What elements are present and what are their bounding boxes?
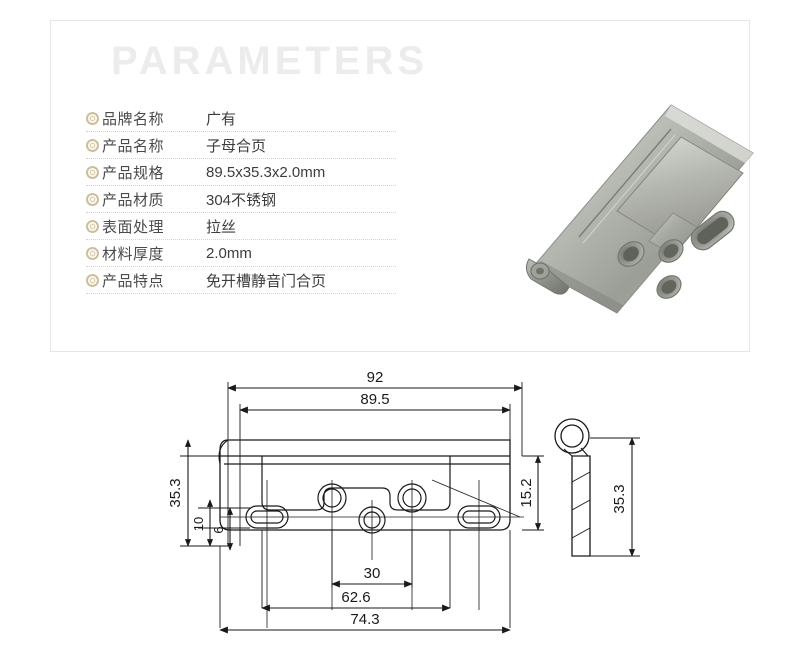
dimension-left-35-3: 35.3 [167, 439, 192, 547]
dimension-label-side-height: 35.3 [611, 484, 628, 513]
spec-value: 免开槽静音门合页 [206, 272, 327, 290]
dimension-62-6: 62.6 [261, 589, 451, 612]
double-ring-bullet-icon [86, 192, 99, 206]
spec-label: 产品规格 [102, 164, 165, 182]
dimension-right-15-2: 15.2 [518, 455, 542, 531]
dimension-label-bottom-outer: 74.3 [350, 611, 379, 628]
double-ring-bullet-icon [86, 165, 99, 179]
parameters-panel: PARAMETERS 品牌名称 广有 产品名称 子母合页 产品规格 89.5x3… [50, 20, 754, 352]
hinge-technical-drawing: 92 89.5 [120, 360, 680, 650]
hole-centre-lines [220, 479, 524, 628]
hinge-slotted-holes [690, 210, 735, 251]
spec-row-specification: 产品规格 89.5x35.3x2.0mm [86, 159, 396, 186]
spec-label: 材料厚度 [102, 245, 165, 263]
dimension-74-3: 74.3 [219, 611, 511, 634]
double-ring-bullet-icon [86, 138, 99, 152]
dimension-89-5: 89.5 [239, 391, 511, 414]
spec-row-thickness: 材料厚度 2.0mm [86, 240, 396, 267]
dimension-left-6: 6 [211, 507, 234, 551]
spec-value: 子母合页 [206, 137, 267, 155]
stainless-steel-hinge-photo [521, 91, 771, 321]
dimension-label-right-inner: 15.2 [518, 478, 535, 507]
dimension-30: 30 [331, 565, 413, 588]
side-view-break-lines [571, 471, 591, 539]
page-title: PARAMETERS [111, 39, 429, 83]
double-ring-bullet-icon [86, 246, 99, 260]
dimension-label-left-height: 35.3 [167, 478, 184, 507]
double-ring-bullet-icon [86, 111, 99, 125]
double-ring-bullet-icon [86, 273, 99, 287]
hinge-screw-holes [617, 239, 684, 299]
front-view-holes [245, 483, 501, 534]
spec-label: 表面处理 [102, 218, 165, 236]
spec-label: 产品材质 [102, 191, 165, 209]
spec-label: 产品名称 [102, 137, 165, 155]
spec-value: 广有 [206, 110, 237, 128]
spec-row-material: 产品材质 304不锈钢 [86, 186, 396, 213]
dimension-label-bottom-middle: 62.6 [341, 589, 370, 606]
spec-row-brand: 品牌名称 广有 [86, 105, 396, 132]
spec-row-surface-finish: 表面处理 拉丝 [86, 213, 396, 240]
dimension-label-left-small-upper: 10 [191, 517, 206, 531]
spec-row-features: 产品特点 免开槽静音门合页 [86, 267, 396, 294]
spec-value: 2.0mm [206, 244, 252, 262]
dimension-label-top-inner: 89.5 [360, 391, 389, 408]
spec-label: 品牌名称 [102, 110, 165, 128]
hinge-seam-line [578, 128, 672, 238]
spec-label: 产品特点 [102, 272, 165, 290]
hinge-son-leaf [616, 136, 744, 256]
spec-value: 89.5x35.3x2.0mm [206, 163, 326, 181]
spec-row-product-name: 产品名称 子母合页 [86, 132, 396, 159]
spec-value: 304不锈钢 [206, 191, 277, 209]
dimension-side-35-3: 35.3 [611, 437, 636, 557]
spec-list: 品牌名称 广有 产品名称 子母合页 产品规格 89.5x35.3x2.0mm 产… [86, 105, 396, 294]
dimension-label-top-outer: 92 [367, 369, 384, 386]
hinge-side-view [554, 418, 591, 557]
dimension-label-left-small-lower: 6 [211, 526, 226, 533]
dimension-92: 92 [227, 369, 523, 392]
double-ring-bullet-icon [86, 219, 99, 233]
hinge-knuckle [525, 258, 570, 295]
spec-value: 拉丝 [206, 218, 237, 236]
dimension-label-bottom-inner: 30 [364, 565, 381, 582]
dimension-left-10: 10 [191, 499, 214, 547]
hinge-front-view [218, 439, 511, 531]
